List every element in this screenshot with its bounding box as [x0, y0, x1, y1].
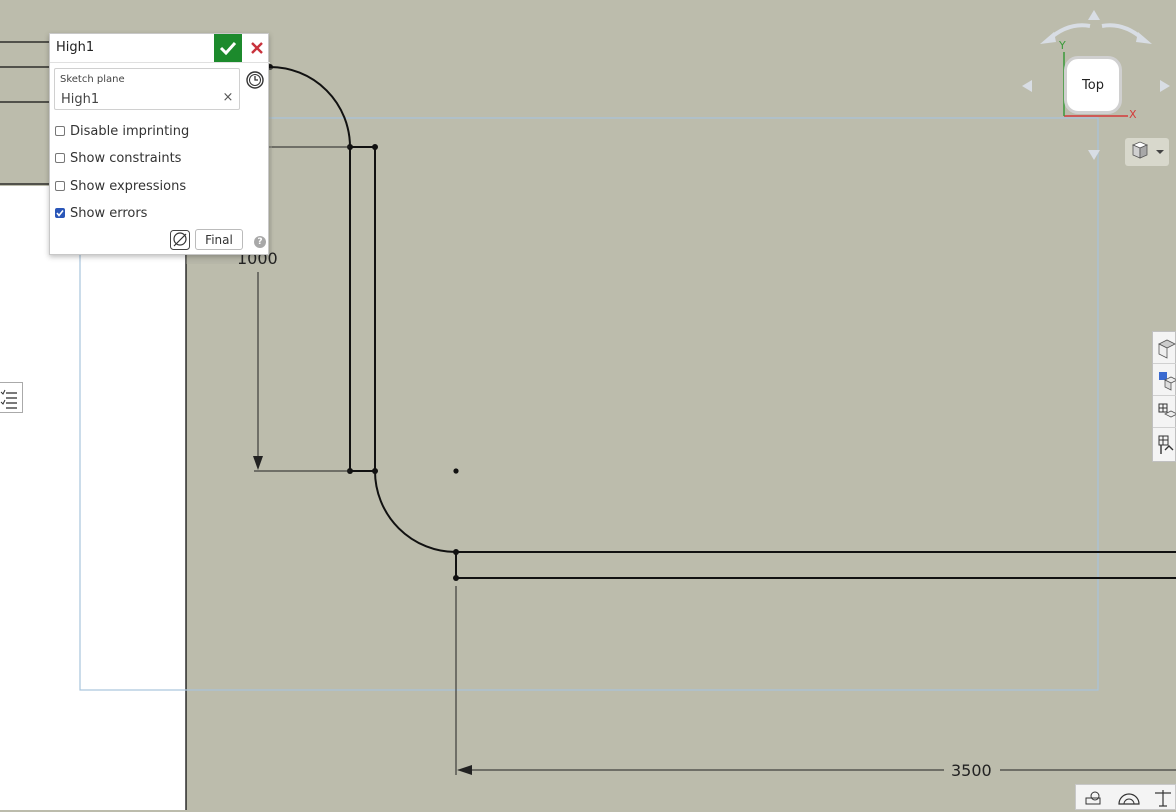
- dimension-arrow-vertical: [253, 456, 263, 470]
- axis-x-label: X: [1129, 108, 1137, 121]
- checkbox-show-expressions[interactable]: [55, 181, 65, 191]
- sketch-plane-outline: [79, 117, 1099, 691]
- sketch-arc-top[interactable]: [269, 66, 351, 148]
- toolbar-sketch-grid-button[interactable]: [1153, 428, 1176, 460]
- named-views-icon: [1158, 403, 1176, 418]
- close-icon: [251, 42, 263, 54]
- list-icon: [0, 389, 17, 409]
- sketch-arc-bottom[interactable]: [374, 470, 457, 553]
- checkbox-disable-imprinting[interactable]: [55, 126, 65, 136]
- view-cube[interactable]: Top X Y: [1018, 10, 1176, 170]
- toolbar-section-view-button[interactable]: [1153, 332, 1176, 364]
- sketch-inspect-button[interactable]: [170, 230, 190, 250]
- dimension-arrow-horizontal: [457, 765, 472, 775]
- view-cube-face-top[interactable]: Top: [1064, 56, 1122, 114]
- checkmark-icon: [56, 210, 64, 217]
- final-button[interactable]: Final: [195, 229, 243, 250]
- option-show-expressions[interactable]: Show expressions: [55, 177, 186, 195]
- toolbar-named-views-button[interactable]: [1153, 396, 1176, 428]
- right-toolbar: [1152, 331, 1176, 462]
- sketch-vertices[interactable]: [267, 64, 459, 581]
- sketch-dialog: High1 Sketch plane High1 ×: [49, 33, 270, 255]
- title-divider: [50, 62, 270, 63]
- tape-measure-icon: [1085, 791, 1101, 805]
- dimension-value-horizontal[interactable]: 3500: [951, 761, 992, 780]
- checkbox-show-constraints[interactable]: [55, 153, 65, 163]
- protractor-icon: [1118, 793, 1140, 805]
- option-show-constraints[interactable]: Show constraints: [55, 149, 181, 167]
- clock-icon: [246, 71, 264, 89]
- rotate-left-arrowhead-icon: [1040, 32, 1056, 44]
- rotate-right-arrow-icon[interactable]: [1160, 80, 1170, 92]
- option-disable-imprinting[interactable]: Disable imprinting: [55, 122, 189, 140]
- balance-tool-button[interactable]: [1150, 788, 1176, 808]
- accept-button[interactable]: [214, 34, 242, 62]
- view-mode-dropdown[interactable]: [1125, 138, 1169, 166]
- shaded-cube-icon: [1131, 141, 1164, 159]
- toolbar-display-states-button[interactable]: [1153, 364, 1176, 396]
- option-label: Show expressions: [70, 178, 187, 194]
- sketch-plane-label: Sketch plane: [60, 74, 125, 85]
- mass-properties-button[interactable]: [1116, 788, 1142, 808]
- sketch-grid-icon: [1158, 435, 1174, 454]
- option-label: Show constraints: [70, 150, 182, 166]
- option-show-errors[interactable]: Show errors: [55, 204, 147, 222]
- feature-list-toggle-button[interactable]: [0, 382, 23, 413]
- sketch-inspect-icon: [170, 230, 190, 250]
- help-icon[interactable]: ?: [254, 236, 266, 248]
- balance-scale-icon: [1155, 790, 1171, 807]
- option-label: Disable imprinting: [70, 123, 190, 139]
- dialog-title[interactable]: High1: [56, 40, 95, 55]
- section-view-icon: [1158, 339, 1176, 359]
- display-states-icon: [1159, 372, 1176, 391]
- axis-y-label: Y: [1059, 39, 1066, 52]
- sketch-plane-value: High1: [61, 92, 100, 107]
- checkbox-show-errors[interactable]: [55, 208, 65, 218]
- sketch-plane-clear-button[interactable]: ×: [222, 90, 234, 105]
- sketch-plane-field[interactable]: Sketch plane High1 ×: [54, 68, 240, 110]
- plane-white-area: [0, 186, 186, 810]
- option-label: Show errors: [70, 205, 148, 221]
- rotate-down-arrow-icon[interactable]: [1088, 150, 1100, 160]
- cancel-button[interactable]: [244, 34, 270, 62]
- rotate-right-arrowhead-icon: [1136, 32, 1152, 44]
- measure-tool-button[interactable]: [1082, 788, 1108, 808]
- chevron-down-icon: [1156, 150, 1164, 154]
- checkmark-icon: [219, 41, 237, 55]
- rotate-left-arrow-icon[interactable]: [1022, 80, 1032, 92]
- history-button[interactable]: [245, 70, 265, 90]
- rotate-up-arrow-icon[interactable]: [1088, 10, 1100, 20]
- bottom-toolbar: [1075, 784, 1176, 810]
